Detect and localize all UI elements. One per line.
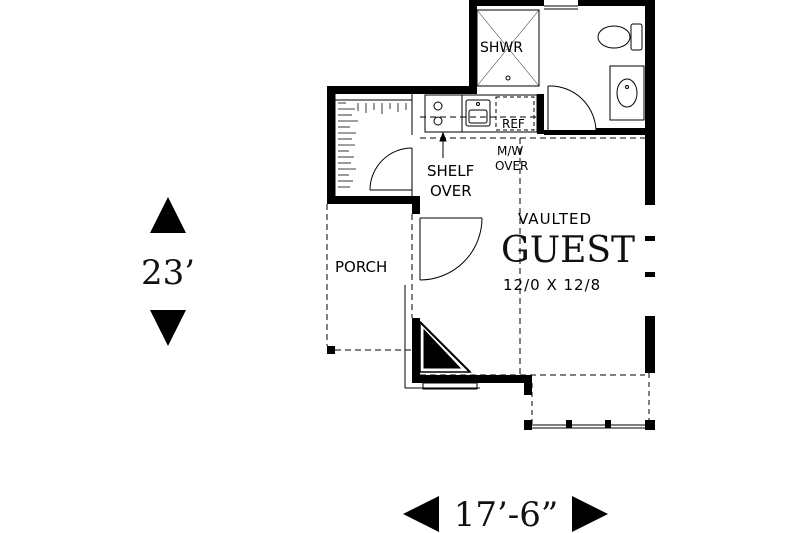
fixture-lines	[326, 5, 650, 429]
depth-dimension: 23’	[141, 197, 195, 346]
guest-vaulted-label: VAULTED	[518, 210, 592, 228]
down-arrow-icon	[150, 310, 186, 346]
right-arrow-icon	[572, 496, 608, 532]
porch-label: PORCH	[335, 258, 387, 276]
microwave-over-label: OVER	[495, 159, 528, 173]
closet-shelf-hatching	[338, 102, 407, 188]
microwave-label: M/W	[497, 144, 523, 158]
exterior-walls	[327, 0, 655, 430]
guest-room-label: GUEST	[501, 230, 635, 271]
width-dimension-label: 17’-6”	[454, 495, 559, 533]
width-dimension: 17’-6”	[403, 495, 608, 533]
left-arrow-icon	[403, 496, 439, 532]
guest-room-size: 12/0 X 12/8	[503, 276, 601, 294]
shelf-over-label: OVER	[430, 182, 472, 200]
refrigerator-label: REF	[502, 117, 525, 131]
depth-dimension-label: 23’	[141, 253, 195, 293]
shelf-label: SHELF	[427, 162, 474, 180]
shower-label: SHWR	[480, 40, 523, 56]
up-arrow-icon	[150, 197, 186, 233]
